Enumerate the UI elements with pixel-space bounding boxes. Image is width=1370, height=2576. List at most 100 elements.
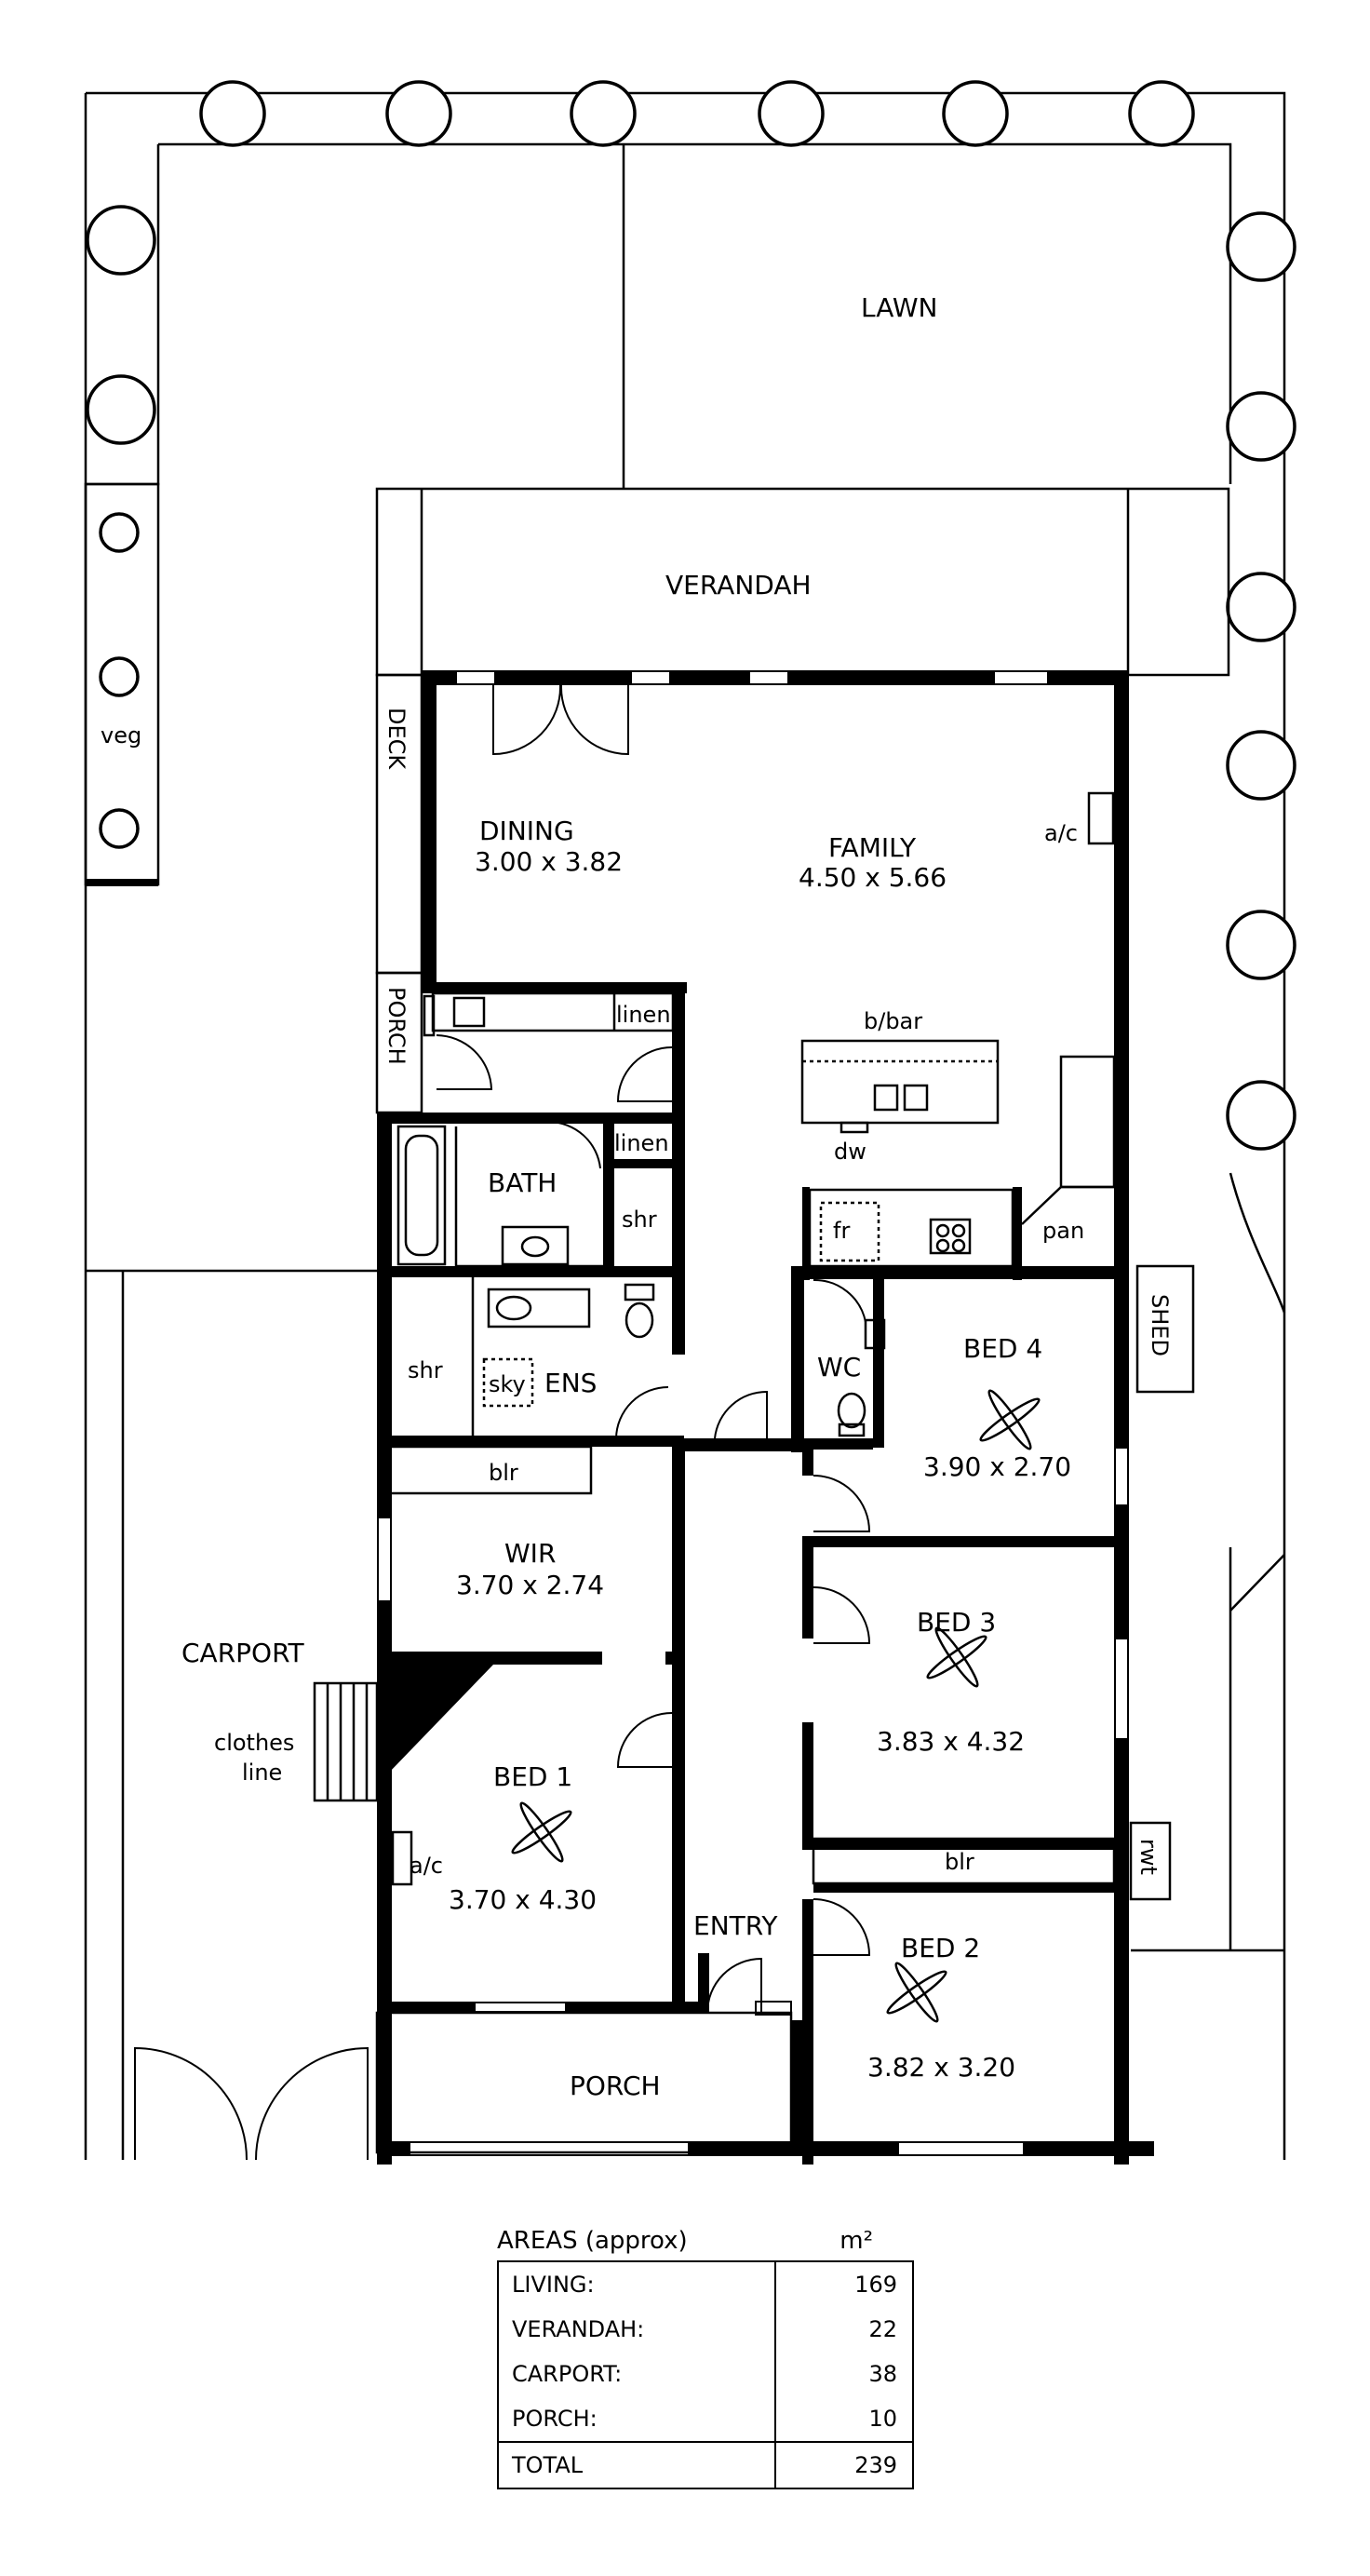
pantry-label: pan <box>1042 1218 1084 1244</box>
bath-shower-label: shr <box>622 1207 657 1233</box>
wir-robe-label: blr <box>489 1460 518 1486</box>
wir-size: 3.70 x 2.74 <box>456 1570 604 1600</box>
bedroom-4: BED 4 3.90 x 2.70 <box>802 1333 1117 1547</box>
door-icon <box>813 1278 866 1323</box>
door-icon <box>813 1898 871 1956</box>
dining-label: DINING <box>479 816 574 846</box>
bed3-robe-label: blr <box>945 1849 974 1875</box>
areas-box: LIVING: 169 VERANDAH: 22 CARPORT: 38 POR… <box>497 2260 914 2489</box>
door-icon <box>714 1390 768 1439</box>
verandah-label: VERANDAH <box>665 570 812 600</box>
walk-in-robe: blr WIR 3.70 x 2.74 <box>386 1445 684 1665</box>
tree-icon <box>1226 1080 1296 1151</box>
door-icon <box>559 684 629 756</box>
kitchen: b/bar dw fr pan <box>800 1008 1116 1280</box>
rwt-label: rwt <box>1135 1839 1162 1875</box>
ceiling-fan-icon <box>511 1801 572 1863</box>
hall-walls: linen linen <box>422 982 687 1275</box>
bedroom-2: BED 2 3.82 x 3.20 <box>867 1933 1015 2083</box>
clothesline-label-1: clothes <box>214 1730 294 1756</box>
linen-label-2: linen <box>614 1130 669 1156</box>
table-row: LIVING: 169 <box>499 2262 912 2307</box>
tree-icon <box>1226 910 1296 980</box>
bedroom-1: BED 1 a/c 3.70 x 4.30 <box>388 1665 673 1915</box>
tree-icon <box>758 80 825 147</box>
area-value: 22 <box>868 2316 897 2342</box>
linen-label-1: linen <box>616 1002 671 1028</box>
tree-icon <box>86 205 156 276</box>
carport: CARPORT clothes line <box>134 1638 388 2161</box>
bed1-size: 3.70 x 4.30 <box>449 1884 597 1915</box>
bathroom: BATH shr <box>396 1125 657 1268</box>
tree-icon <box>1226 211 1296 282</box>
bed2-label: BED 2 <box>901 1933 980 1963</box>
gate-icon <box>134 2046 248 2161</box>
wir-label: WIR <box>504 1538 556 1569</box>
shrub-icon <box>99 512 140 553</box>
bed3-label: BED 3 <box>917 1607 996 1638</box>
wc: WC <box>813 1266 886 1448</box>
door-icon <box>615 1386 669 1439</box>
dishwasher-label: dw <box>834 1139 866 1165</box>
tree-icon <box>199 80 266 147</box>
gate-icon <box>255 2046 369 2161</box>
fridge-label: fr <box>833 1218 850 1244</box>
area-label: PORCH: <box>499 2396 776 2441</box>
ac-bed1-label: a/c <box>410 1853 443 1879</box>
area-value: 38 <box>868 2361 897 2387</box>
area-value: 169 <box>854 2272 897 2298</box>
deck: DECK <box>375 673 423 975</box>
door-icon <box>492 684 562 756</box>
ensuite: shr sky ENS <box>377 1266 684 1447</box>
veg-garden: veg <box>84 482 160 886</box>
clothesline-label-2: line <box>242 1760 282 1786</box>
area-label: CARPORT: <box>499 2352 776 2396</box>
side-porch-label: PORCH <box>383 987 410 1065</box>
tree-icon <box>86 374 156 445</box>
shed: SHED <box>1135 1264 1195 1394</box>
table-row: VERANDAH: 22 <box>499 2307 912 2352</box>
ceiling-fan-icon <box>926 1626 987 1688</box>
door-icon <box>548 1121 601 1169</box>
shed-label: SHED <box>1147 1294 1173 1356</box>
front-porch-label: PORCH <box>570 2070 661 2101</box>
ens-shower-label: shr <box>408 1357 443 1383</box>
area-value: 10 <box>868 2406 897 2432</box>
areas-table: AREAS (approx) m² LIVING: 169 VERANDAH: … <box>497 2212 914 2489</box>
total-label: TOTAL <box>499 2443 776 2488</box>
table-row: PORCH: 10 <box>499 2396 912 2441</box>
front-porch: PORCH <box>375 2011 793 2154</box>
tree-icon <box>1226 572 1296 642</box>
table-row-total: TOTAL 239 <box>499 2441 912 2488</box>
site-boundary <box>84 91 1286 2160</box>
trees <box>86 80 1296 1151</box>
ceiling-fan-icon <box>979 1389 1041 1450</box>
bath-label: BATH <box>488 1167 557 1198</box>
tree-icon <box>942 80 1009 147</box>
deck-label: DECK <box>383 708 410 770</box>
bed1-label: BED 1 <box>493 1761 572 1792</box>
door-icon <box>813 1586 871 1644</box>
corridor-walls <box>672 1266 873 2165</box>
door-icon <box>436 1034 493 1090</box>
areas-unit: m² <box>839 2227 873 2255</box>
veg-label: veg <box>101 722 141 749</box>
door-icon <box>616 1046 673 1102</box>
table-row: CARPORT: 38 <box>499 2352 912 2396</box>
skylight-label: sky <box>489 1371 526 1397</box>
clothesline-icon <box>313 1681 379 1802</box>
entry: ENTRY <box>693 1898 871 2014</box>
area-label: VERANDAH: <box>499 2307 776 2352</box>
bed3-size: 3.83 x 4.32 <box>877 1726 1025 1757</box>
verandah: VERANDAH <box>375 487 1230 677</box>
bed4-size: 3.90 x 2.70 <box>923 1451 1071 1482</box>
carport-label: CARPORT <box>181 1638 305 1668</box>
ceiling-fan-icon <box>886 1962 947 2023</box>
areas-title: AREAS (approx) <box>497 2227 688 2255</box>
shrub-icon <box>99 656 140 697</box>
family-label: FAMILY <box>828 832 917 863</box>
wc-label: WC <box>817 1352 861 1382</box>
tree-icon <box>385 80 452 147</box>
lawn-label: LAWN <box>861 292 938 323</box>
tree-icon <box>570 80 637 147</box>
